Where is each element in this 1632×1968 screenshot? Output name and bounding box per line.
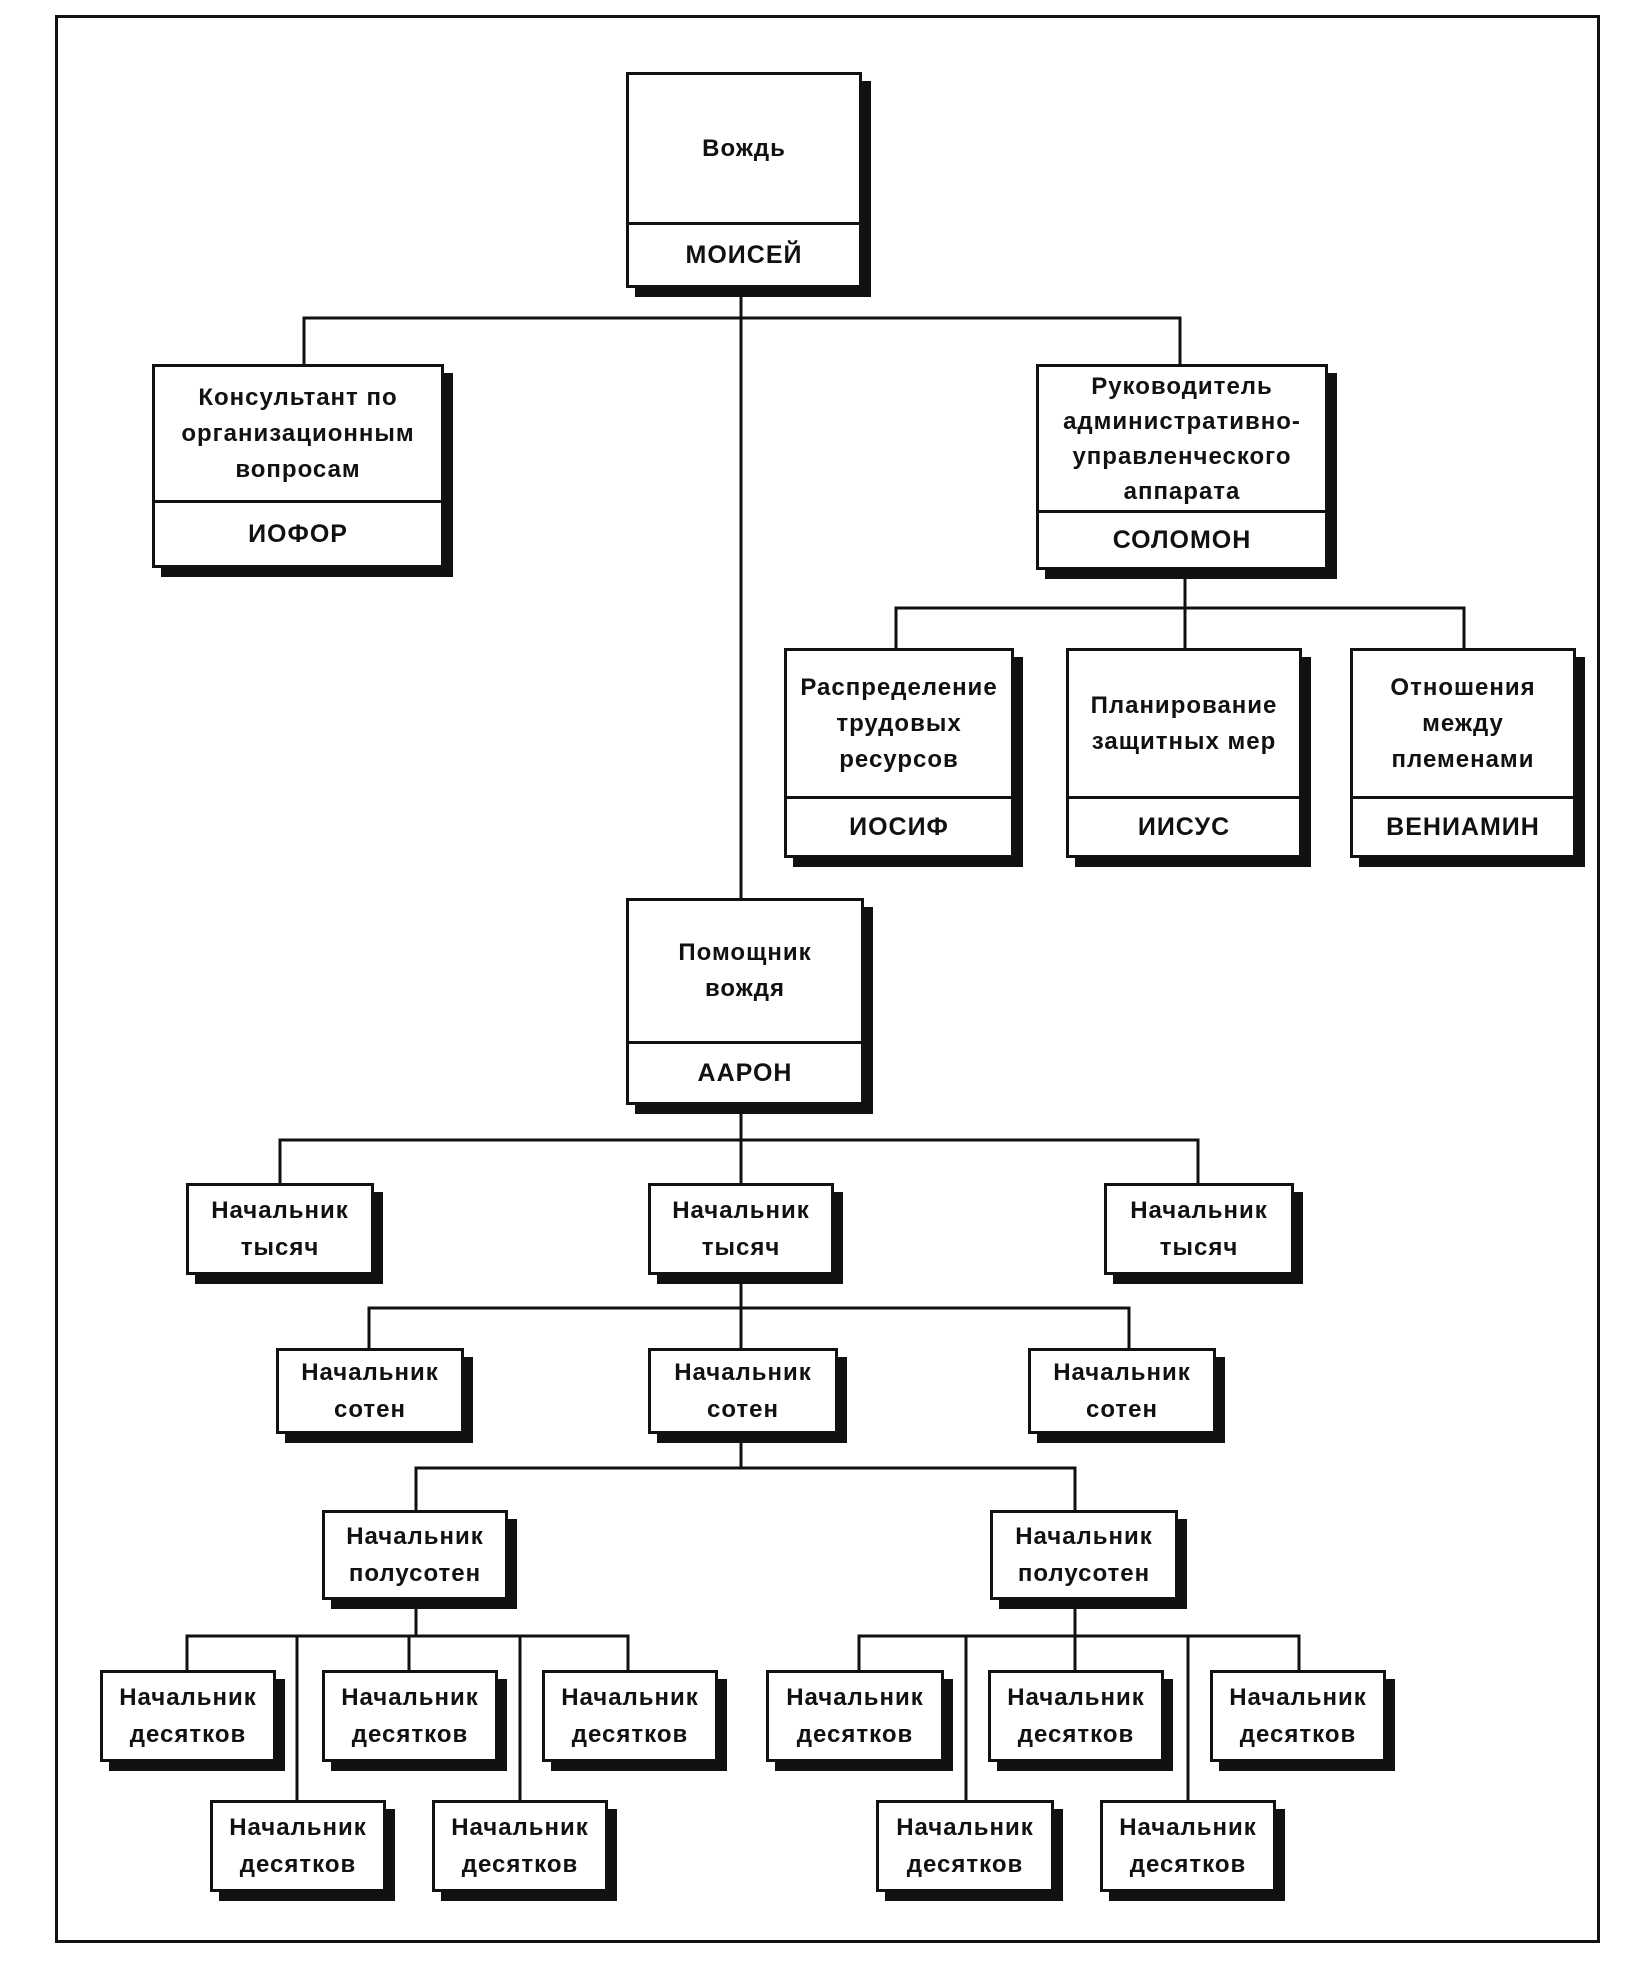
node-tens: Начальник десятков [432, 1800, 608, 1892]
node-admin-head: Руководитель административно-управленчес… [1036, 364, 1328, 570]
node-role: Начальник сотен [301, 1359, 439, 1423]
node-name: ААРОН [629, 1041, 861, 1102]
node-name: МОИСЕЙ [629, 222, 859, 285]
node-name: СОЛОМОН [1039, 510, 1325, 567]
node-role: Планирование защитных мер [1090, 691, 1278, 755]
node-role: Отношения между племенами [1390, 673, 1536, 773]
node-role: Вождь [702, 134, 786, 162]
node-tens: Начальник десятков [876, 1800, 1054, 1892]
node-role: Начальник сотен [674, 1359, 812, 1423]
node-role: Консультант по организационным вопросам [181, 383, 415, 483]
node-hundreds: Начальник сотен [276, 1348, 464, 1434]
node-labor: Распределение трудовых ресурсов ИОСИФ [784, 648, 1014, 858]
diagram-frame [55, 15, 1600, 1943]
node-thousands: Начальник тысяч [648, 1183, 834, 1275]
connector [857, 1634, 1301, 1670]
node-role: Начальник полусотен [346, 1523, 484, 1587]
node-name: ИОФОР [155, 500, 441, 565]
node-role: Распределение трудовых ресурсов [800, 673, 998, 773]
node-fifties: Начальник полусотен [322, 1510, 508, 1600]
node-role: Начальник десятков [119, 1684, 257, 1748]
node-role: Начальник десятков [896, 1814, 1034, 1878]
node-role: Начальник тысяч [672, 1197, 810, 1261]
node-hundreds: Начальник сотен [1028, 1348, 1216, 1434]
node-tens: Начальник десятков [1210, 1670, 1386, 1762]
node-role: Начальник десятков [1119, 1814, 1257, 1878]
connector [894, 606, 1466, 648]
connector [414, 1466, 1077, 1510]
node-role: Начальник десятков [1229, 1684, 1367, 1748]
node-role: Начальник десятков [561, 1684, 699, 1748]
node-tribes: Отношения между племенами ВЕНИАМИН [1350, 648, 1576, 858]
node-name: ИОСИФ [787, 796, 1011, 855]
node-role: Руководитель административно-управленчес… [1063, 372, 1301, 505]
node-role: Начальник тысяч [1130, 1197, 1268, 1261]
connector [302, 316, 1182, 364]
node-hundreds: Начальник сотен [648, 1348, 838, 1434]
node-leader: Вождь МОИСЕЙ [626, 72, 862, 288]
node-role: Помощник вождя [678, 939, 812, 1002]
node-tens: Начальник десятков [100, 1670, 276, 1762]
node-name: ВЕНИАМИН [1353, 796, 1573, 855]
node-role: Начальник полусотен [1015, 1523, 1153, 1587]
node-role: Начальник десятков [451, 1814, 589, 1878]
node-tens: Начальник десятков [542, 1670, 718, 1762]
node-name: ИИСУС [1069, 796, 1299, 855]
node-consultant: Консультант по организационным вопросам … [152, 364, 444, 568]
node-tens: Начальник десятков [988, 1670, 1164, 1762]
node-fifties: Начальник полусотен [990, 1510, 1178, 1600]
node-tens: Начальник десятков [210, 1800, 386, 1892]
node-assistant: Помощник вождя ААРОН [626, 898, 864, 1105]
node-role: Начальник десятков [786, 1684, 924, 1748]
connector [278, 1138, 1200, 1183]
node-role: Начальник десятков [341, 1684, 479, 1748]
node-thousands: Начальник тысяч [1104, 1183, 1294, 1275]
node-defense: Планирование защитных мер ИИСУС [1066, 648, 1302, 858]
node-role: Начальник десятков [229, 1814, 367, 1878]
node-tens: Начальник десятков [322, 1670, 498, 1762]
node-role: Начальник сотен [1053, 1359, 1191, 1423]
node-role: Начальник тысяч [211, 1197, 349, 1261]
node-role: Начальник десятков [1007, 1684, 1145, 1748]
node-tens: Начальник десятков [766, 1670, 944, 1762]
connector [367, 1306, 1131, 1348]
node-thousands: Начальник тысяч [186, 1183, 374, 1275]
node-tens: Начальник десятков [1100, 1800, 1276, 1892]
